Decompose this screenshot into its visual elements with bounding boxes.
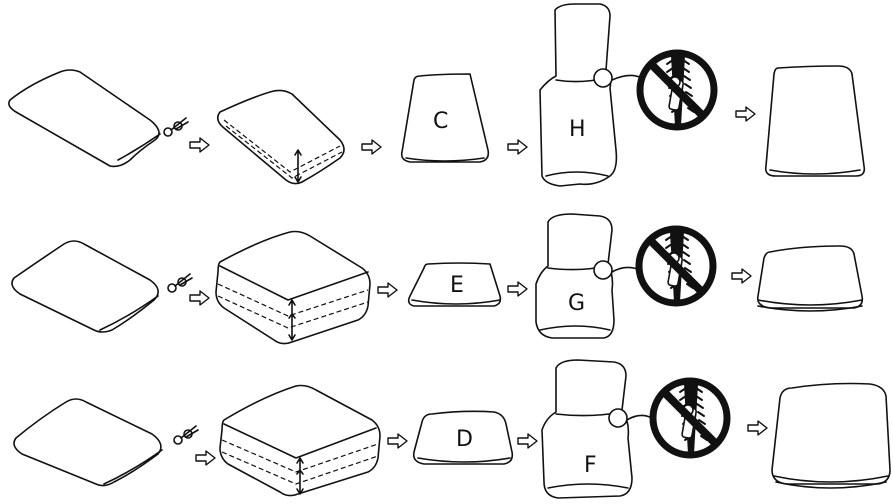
no-zipper-icon <box>640 53 714 127</box>
arrow-right-icon <box>517 433 538 449</box>
wrapped-foam-1 <box>216 89 345 185</box>
bag-label: G <box>568 291 585 316</box>
arrow-right-icon <box>747 420 768 436</box>
arrow-right-icon <box>361 139 382 155</box>
no-zipper-icon <box>653 381 727 455</box>
arrow-right-icon <box>731 268 752 284</box>
finished-cushion-2 <box>756 245 864 312</box>
arrow-right-icon <box>387 433 408 449</box>
flat-foam-1 <box>8 69 160 168</box>
finished-cushion-3 <box>771 382 891 489</box>
arrow-right-icon <box>189 137 210 153</box>
box-e: E <box>407 262 502 307</box>
box-label: D <box>456 427 473 452</box>
arrow-right-icon <box>507 281 528 297</box>
box-label: E <box>450 273 464 298</box>
flat-foam-3 <box>13 398 162 487</box>
flat-foam-2 <box>11 240 159 333</box>
scissors-icon <box>167 273 193 293</box>
scissors-icon <box>163 117 189 137</box>
wrapped-foam-3 <box>219 384 381 497</box>
bag-label: F <box>584 453 597 478</box>
finished-cushion-1 <box>764 65 866 177</box>
no-zipper-icon <box>639 229 713 303</box>
wrapped-foam-2 <box>215 230 371 345</box>
bag-g: G <box>535 213 641 339</box>
bag-label: H <box>569 117 586 142</box>
arrow-right-icon <box>195 450 216 466</box>
row-2: E G <box>11 213 864 345</box>
box-label: C <box>433 109 448 134</box>
bag-f: F <box>541 359 653 499</box>
box-d: D <box>412 410 514 465</box>
row-1: C H <box>8 3 866 187</box>
box-c: C <box>400 73 490 163</box>
arrow-right-icon <box>189 290 210 306</box>
scissors-icon <box>173 425 199 445</box>
row-3: D F <box>13 359 891 499</box>
bag-h: H <box>539 3 643 187</box>
arrow-right-icon <box>507 139 528 155</box>
arrow-right-icon <box>377 282 398 298</box>
arrow-right-icon <box>735 106 756 122</box>
